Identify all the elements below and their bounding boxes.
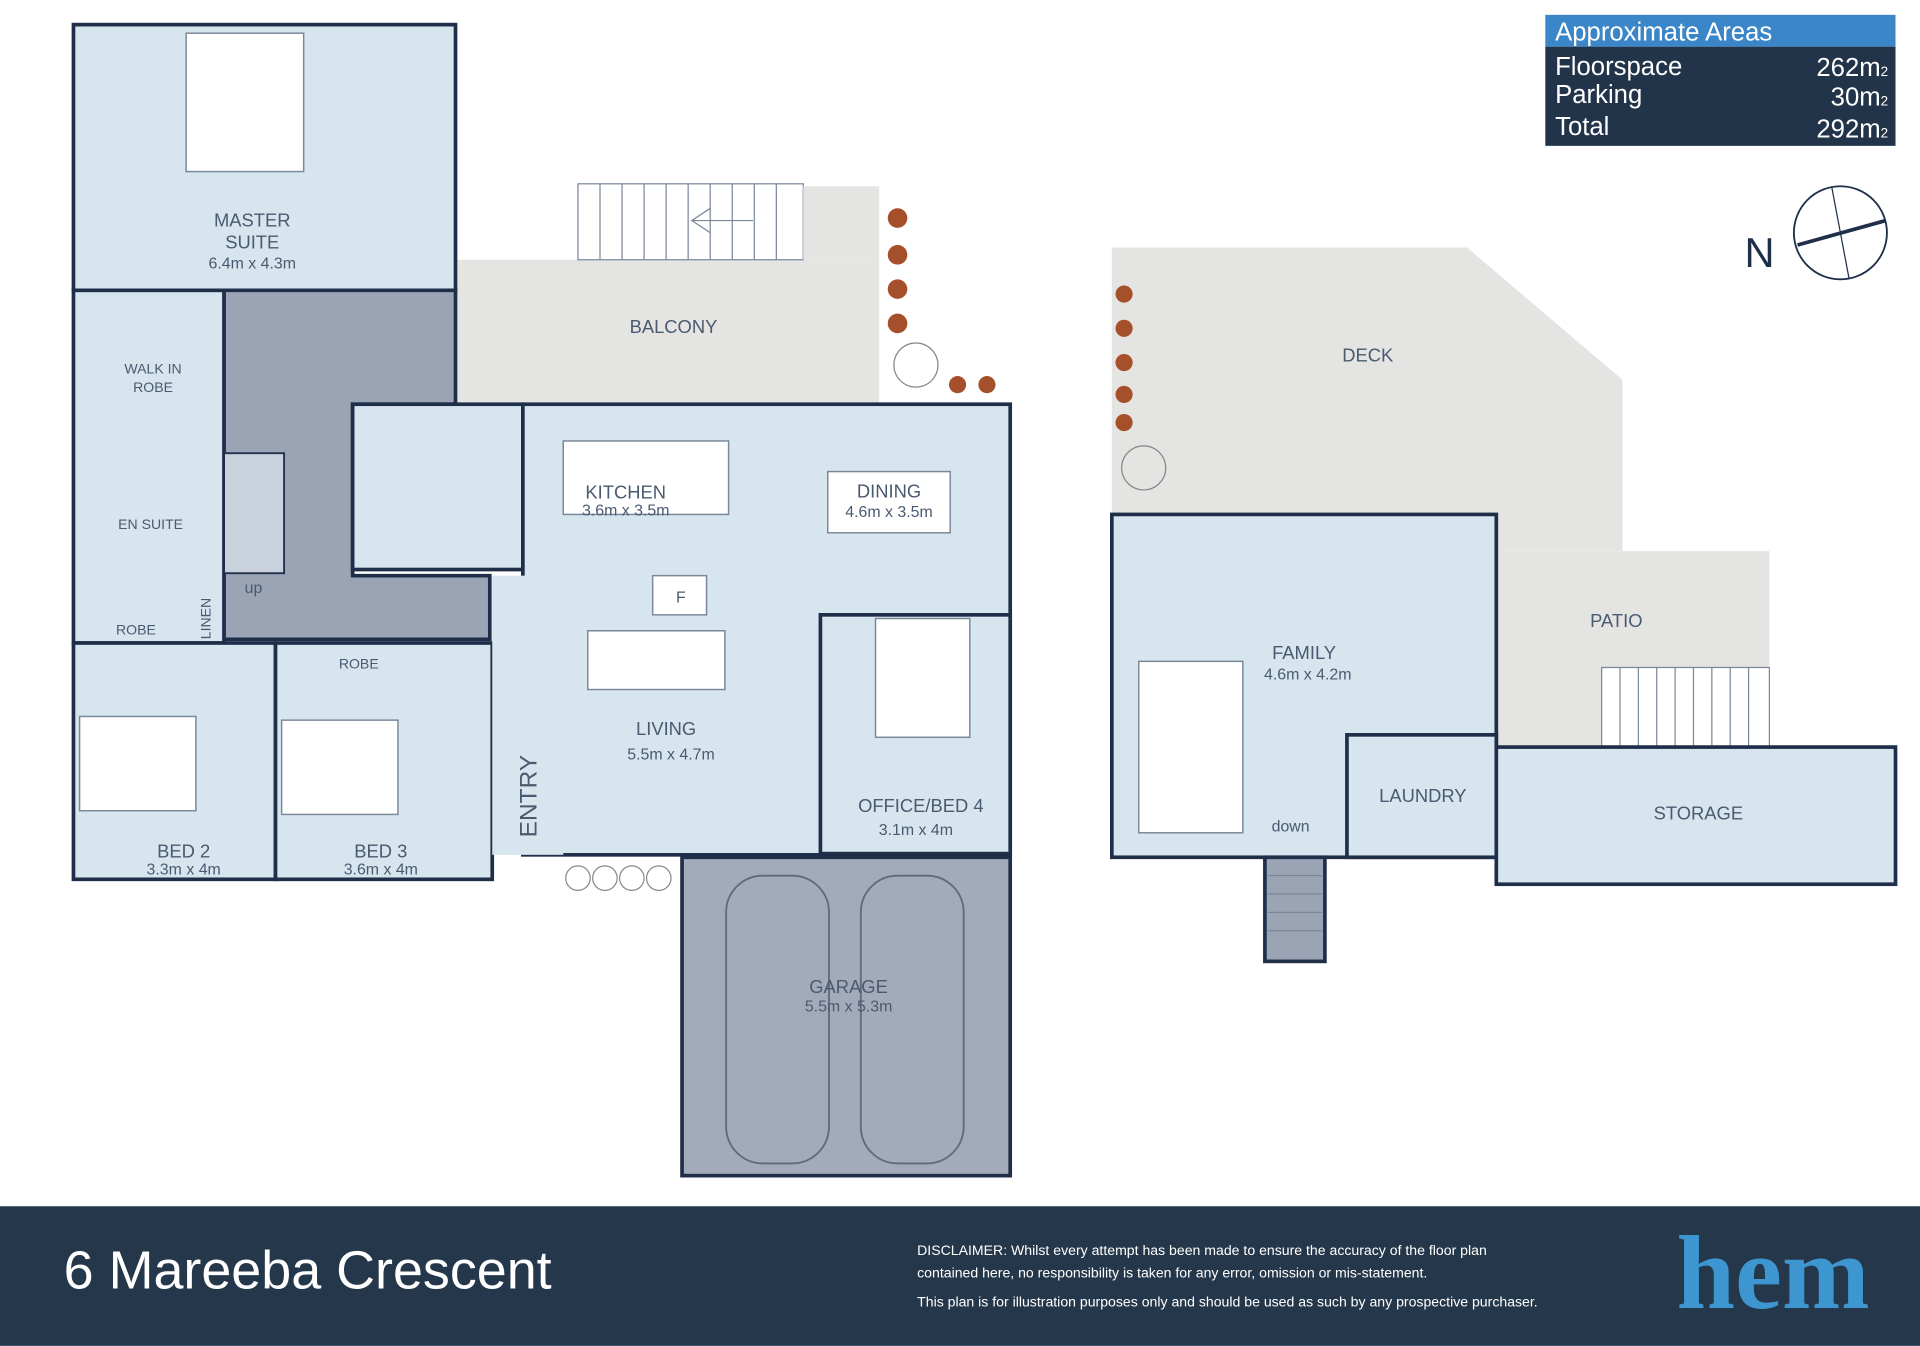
master-label: MASTER (214, 210, 291, 231)
bed2-bed (78, 715, 197, 812)
stairs-up (223, 452, 285, 575)
living-label: LIVING (636, 718, 696, 739)
balcony-stairs-icon (577, 183, 804, 261)
disclaimer-line-1: DISCLAIMER: Whilst every attempt has bee… (917, 1242, 1487, 1258)
master-dims: 6.4m x 4.3m (208, 255, 296, 272)
dining-table (827, 470, 951, 534)
compass-icon (1792, 185, 1888, 281)
floorspace-value: 262m2 (1816, 54, 1888, 82)
sofa (587, 630, 726, 691)
entry-label: ENTRY (515, 755, 542, 838)
living-dims: 5.5m x 4.7m (627, 746, 715, 763)
garage-dims: 5.5m x 5.3m (805, 999, 893, 1016)
linen-label: LINEN (198, 598, 214, 639)
compass-north-label: N (1745, 229, 1775, 276)
balcony-label: BALCONY (630, 316, 718, 337)
entry (492, 575, 564, 855)
disclaimer-line-2: contained here, no responsibility is tak… (917, 1264, 1427, 1280)
storage (1494, 745, 1898, 887)
walkin-label: WALK IN (124, 361, 181, 377)
parking-label: Parking (1555, 81, 1642, 109)
bathroom (350, 402, 525, 572)
stairs-down (1263, 855, 1327, 964)
kitchen-dims: 3.6m x 3.5m (582, 503, 670, 520)
property-address: 6 Mareeba Crescent (64, 1240, 552, 1300)
bed2-label: BED 2 (157, 840, 210, 861)
dining-label: DINING (857, 480, 921, 501)
bed3-bed (280, 719, 399, 816)
plants-icon (565, 208, 1167, 891)
garage (680, 855, 1013, 1178)
bed3-label: BED 3 (354, 840, 407, 861)
family-dims: 4.6m x 4.2m (1264, 667, 1352, 684)
bed3-dims: 3.6m x 4m (344, 861, 418, 878)
master-bed (185, 32, 305, 173)
bed2-dims: 3.3m x 4m (147, 861, 221, 878)
kitchen-counter (562, 440, 730, 516)
up-label: up (245, 580, 263, 597)
deck-area (1111, 247, 1623, 552)
hem-logo: hem (1677, 1214, 1870, 1331)
total-label: Total (1555, 113, 1609, 141)
ensuite-label: EN SUITE (118, 516, 183, 532)
master-label-2: SUITE (225, 232, 279, 253)
office-dims: 3.1m x 4m (879, 822, 953, 839)
laundry-label: LAUNDRY (1379, 785, 1466, 806)
floorspace-label: Floorspace (1555, 53, 1682, 81)
robe-label: ROBE (116, 621, 156, 637)
deck-label: DECK (1342, 344, 1394, 365)
storage-label: STORAGE (1654, 802, 1743, 823)
footer (0, 1206, 1920, 1346)
areas-title: Approximate Areas (1555, 19, 1772, 47)
walkin-label-2: ROBE (133, 379, 173, 395)
disclaimer-line-3: This plan is for illustration purposes o… (917, 1294, 1538, 1310)
patio-stairs-icon (1601, 666, 1770, 748)
balcony-area (455, 259, 880, 405)
down-label: down (1272, 819, 1310, 836)
fridge-label: F (676, 590, 686, 607)
areas-panel: Approximate Areas Floorspace Parking Tot… (1545, 14, 1896, 146)
family-sofa (1138, 660, 1244, 834)
total-value: 292m2 (1816, 115, 1888, 143)
kitchen-label: KITCHEN (585, 482, 666, 503)
car-2-icon (859, 874, 965, 1165)
walk-in-robe-ensuite (71, 288, 226, 645)
garage-label: GARAGE (809, 976, 888, 997)
family-label: FAMILY (1272, 642, 1336, 663)
office-bed (874, 617, 971, 739)
car-1-icon (725, 874, 830, 1165)
office-label: OFFICE/BED 4 (858, 795, 983, 816)
patio-label: PATIO (1590, 610, 1642, 631)
parking-value: 30m2 (1831, 83, 1888, 111)
hallway (222, 288, 492, 642)
robe-label-2: ROBE (339, 656, 379, 672)
dining-dims: 4.6m x 3.5m (845, 504, 933, 521)
fridge (651, 574, 708, 616)
